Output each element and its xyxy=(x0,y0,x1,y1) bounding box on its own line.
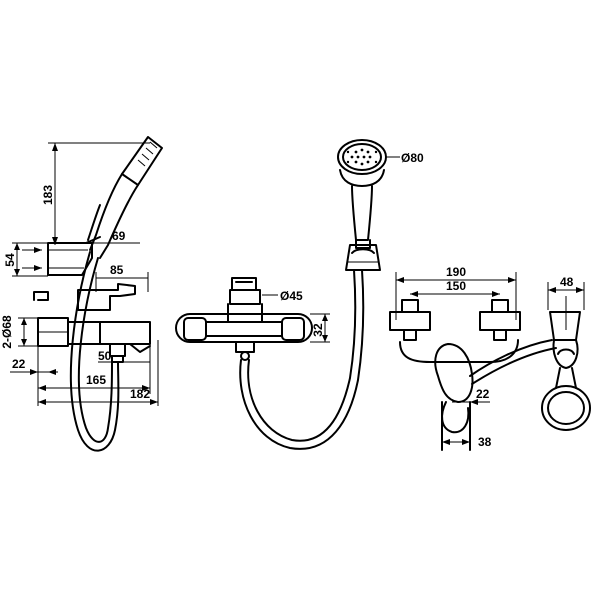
dim-22-right-label: 22 xyxy=(476,387,490,401)
hose-side xyxy=(69,251,120,452)
dimension-150: 150 xyxy=(410,279,500,297)
dimension-69: 69 xyxy=(92,229,140,244)
dimension-85: 85 xyxy=(95,263,149,292)
dim-69-label: 69 xyxy=(112,229,126,243)
dim-54-label: 54 xyxy=(3,253,17,267)
dim-22-left-label: 22 xyxy=(12,357,26,371)
dim-150-label: 150 xyxy=(446,279,466,293)
dim-182-label: 182 xyxy=(130,387,150,401)
top-view: 190 150 22 xyxy=(389,265,591,451)
eccentric-connectors xyxy=(389,299,521,341)
hand-shower-side xyxy=(87,136,163,259)
dim-32-label: 32 xyxy=(311,323,325,337)
mixer-front: Ø45 32 xyxy=(175,277,330,361)
dimension-165: 165 xyxy=(38,340,151,394)
dimension-2x68: 2-Ø68 xyxy=(0,315,38,349)
front-view: Ø80 Ø45 3 xyxy=(175,139,424,450)
side-view: 183 69 xyxy=(0,136,163,452)
dim-38-label: 38 xyxy=(478,435,492,449)
dim-85-label: 85 xyxy=(110,263,124,277)
dimension-182: 182 xyxy=(37,340,159,406)
shower-holder-top: 48 xyxy=(541,275,591,431)
dim-165-label: 165 xyxy=(86,373,106,387)
dim-183-label: 183 xyxy=(41,185,55,205)
dim-50-label: 50 xyxy=(98,349,112,363)
dim-2x68-label: 2-Ø68 xyxy=(0,315,14,349)
dim-knob-dia-label: Ø45 xyxy=(280,289,303,303)
body-top: 22 38 xyxy=(399,339,519,451)
dimension-50: 50 xyxy=(98,349,150,363)
dimension-22-left: 22 xyxy=(10,357,58,375)
mixer-body-side xyxy=(33,283,151,363)
dim-48-label: 48 xyxy=(560,275,574,289)
dimension-190: 190 xyxy=(395,265,517,320)
dimension-183: 183 xyxy=(41,142,150,245)
hose-front xyxy=(239,269,365,450)
hand-shower-front: Ø80 xyxy=(337,139,424,241)
hose-top xyxy=(469,339,557,385)
dim-190-label: 190 xyxy=(446,265,466,279)
dimension-54: 54 xyxy=(3,242,48,277)
holder-front xyxy=(345,239,381,271)
dim-head-dia-label: Ø80 xyxy=(401,151,424,165)
